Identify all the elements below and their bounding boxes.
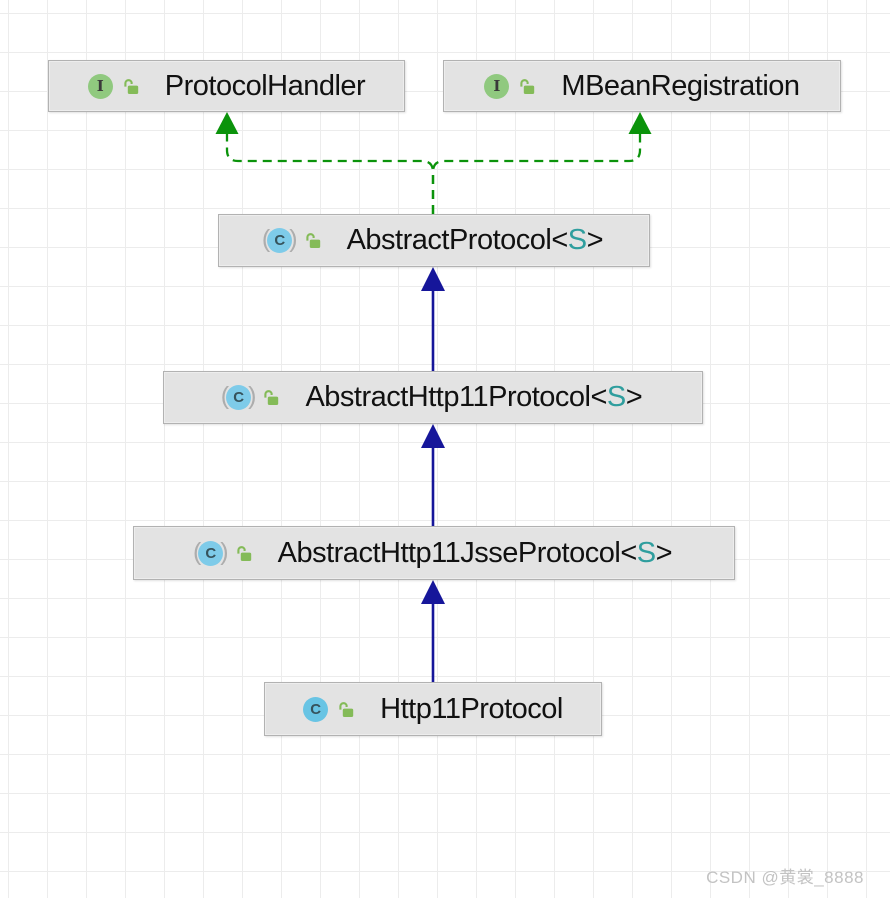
extends-arrowhead-icon (421, 267, 445, 291)
class-letter: C (274, 232, 286, 249)
class-letter: C (233, 389, 245, 406)
public-lock-icon (304, 231, 323, 250)
class-circle: C (267, 228, 293, 253)
implements-arrowhead-icon (628, 112, 652, 134)
type-parameter: S (636, 536, 656, 569)
abstract-paren-close: ) (248, 382, 257, 410)
watermark: CSDN @黄裳_8888 (706, 868, 864, 887)
class-node-abstracthttp11protocol[interactable]: ( C ) AbstractHttp11Protocol<S> (163, 371, 703, 424)
interface-icon: I (484, 73, 510, 99)
edge-abstractprotocol-implements-mbeanregistration[interactable] (431, 112, 652, 214)
class-icon: C (303, 696, 329, 722)
public-lock-icon (262, 388, 281, 407)
class-node-protocolhandler[interactable]: I ProtocolHandler (48, 60, 405, 112)
extends-arrowhead-icon (421, 424, 445, 448)
edge-abstracthttp11protocol-extends-abstractprotocol[interactable] (421, 267, 445, 371)
abstract-paren-open: ( (261, 225, 271, 253)
extends-arrowhead-icon (421, 580, 445, 604)
interface-circle: I (484, 73, 510, 99)
class-name-label: AbstractHttp11Protocol<S> (305, 381, 643, 413)
abstract-paren-open: ( (220, 382, 230, 410)
class-letter: C (205, 544, 217, 562)
abstract-paren-open: ( (192, 537, 202, 566)
class-name-label: ProtocolHandler (164, 69, 366, 102)
class-node-abstractprotocol[interactable]: ( C ) AbstractProtocol<S> (218, 214, 650, 267)
class-node-http11protocol[interactable]: C Http11Protocol (264, 682, 602, 736)
edge-line (431, 134, 642, 214)
edge-http11protocol-extends-abstracthttp11jsseprotocol[interactable] (421, 580, 445, 682)
public-lock-icon (518, 77, 537, 96)
edge-abstractprotocol-implements-protocolhandler[interactable] (215, 112, 435, 214)
class-circle: C (303, 696, 329, 722)
class-circle: C (226, 385, 252, 410)
class-circle: C (198, 540, 224, 566)
public-lock-icon (122, 77, 141, 96)
edge-line (225, 134, 435, 214)
abstract-class-icon: ( C ) (220, 382, 257, 410)
class-name-label: Http11Protocol (380, 692, 563, 725)
abstract-paren-close: ) (220, 537, 229, 566)
public-lock-icon (337, 700, 356, 719)
interface-letter: I (493, 76, 501, 95)
edge-abstracthttp11jsseprotocol-extends-abstracthttp11protocol[interactable] (421, 424, 445, 526)
public-lock-icon (235, 544, 254, 563)
class-node-mbeanregistration[interactable]: I MBeanRegistration (443, 60, 841, 112)
class-node-abstracthttp11jsseprotocol[interactable]: ( C ) AbstractHttp11JsseProtocol<S> (133, 526, 735, 580)
class-name-label: AbstractHttp11JsseProtocol<S> (277, 536, 673, 569)
type-parameter: S (606, 381, 626, 413)
abstract-class-icon: ( C ) (261, 225, 298, 253)
class-name-label: MBeanRegistration (561, 69, 800, 102)
interface-icon: I (87, 73, 113, 99)
type-parameter: S (567, 224, 587, 256)
class-letter: C (310, 700, 322, 718)
abstract-paren-close: ) (289, 225, 298, 253)
implements-arrowhead-icon (215, 112, 239, 134)
class-name-label: AbstractProtocol<S> (346, 224, 604, 256)
interface-circle: I (87, 73, 113, 99)
interface-letter: I (96, 76, 104, 95)
abstract-class-icon: ( C ) (192, 537, 229, 566)
